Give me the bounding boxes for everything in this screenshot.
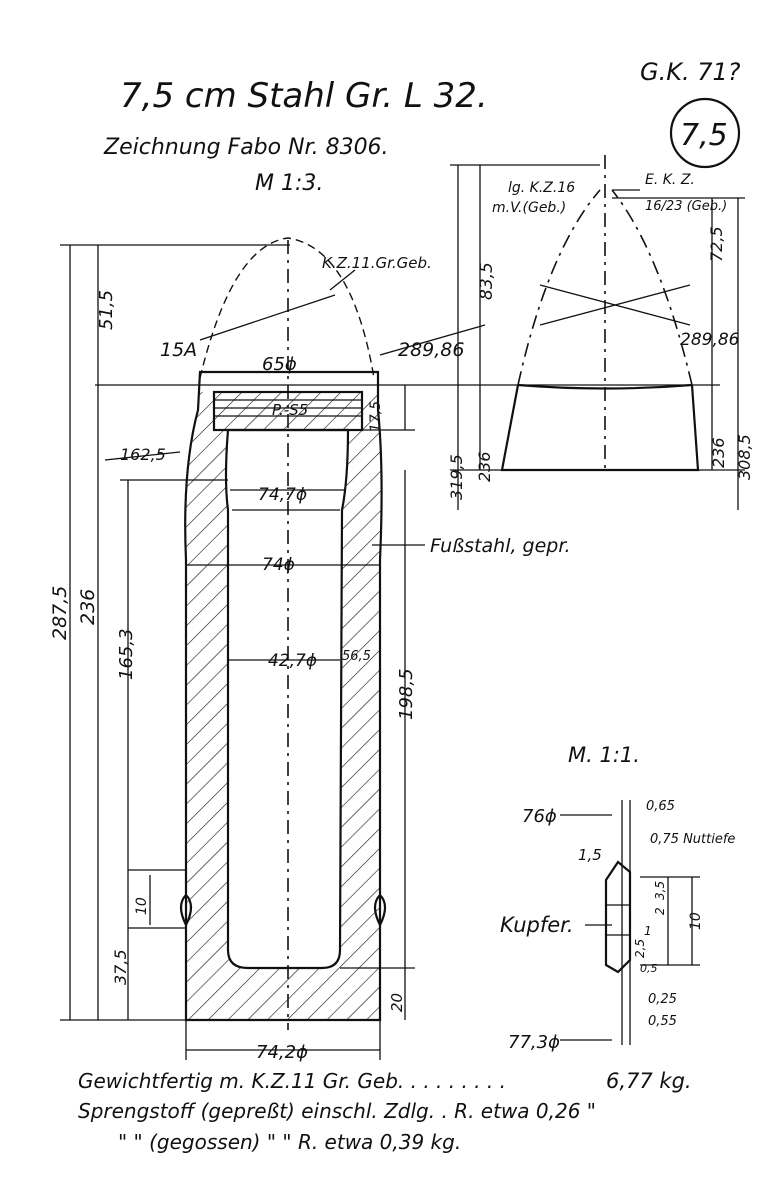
label-ekz: E. K. Z. [645, 172, 695, 188]
footer-weight-label: Gewichtfertig m. K.Z.11 Gr. Geb. . . . .… [78, 1069, 506, 1093]
label-detail-1: 1 [644, 924, 652, 938]
label-thread: P.-S5 [272, 401, 308, 419]
fuze-profile-diagram [450, 155, 745, 510]
label-detail-025: 0,25 [648, 992, 677, 1007]
label-radius-15: 15A [160, 339, 197, 361]
explosive-cavity [224, 428, 350, 970]
label-diameter-65: 65ϕ [262, 354, 297, 375]
label-175: 17,5 [368, 401, 384, 432]
driving-band-detail [560, 800, 700, 1045]
label-3195: 319,5 [447, 454, 466, 500]
label-detail-065: 0,65 [646, 799, 675, 814]
label-copper: Kupfer. [500, 913, 574, 937]
label-detail-groove-depth: 0,75 Nuttiefe [650, 832, 735, 847]
label-515: 51,5 [96, 290, 117, 330]
label-375: 37,5 [111, 949, 130, 985]
label-radius-289-right: 289,86 [680, 330, 740, 350]
label-ekz-type: 16/23 (Geb.) [645, 199, 727, 214]
copper-band [604, 860, 632, 974]
label-835: 83,5 [477, 262, 497, 300]
footer-explosive-cast: " " (gegossen) " " R. etwa 0,39 kg. [118, 1130, 461, 1154]
label-725: 72,5 [707, 226, 726, 262]
label-236: 236 [77, 589, 99, 625]
label-detail-05: 0,5 [640, 962, 658, 975]
label-with-delay: m.V.(Geb.) [492, 200, 566, 216]
label-2875: 287,5 [49, 586, 71, 640]
calibre-label: 7,5 [680, 118, 728, 153]
label-236-right-b: 236 [709, 437, 728, 468]
label-detail-35: 3,5 [653, 881, 667, 900]
label-detail-10: 10 [688, 912, 704, 930]
label-diameter-747: 74,7ϕ [258, 485, 307, 505]
driving-band-left [179, 893, 193, 928]
hatched-wall [185, 392, 382, 1020]
label-radius-289: 289,86 [398, 339, 464, 361]
corner-reference: G.K. 71? [640, 58, 741, 86]
label-detail-15: 1,5 [578, 846, 602, 864]
label-1653: 165,3 [116, 628, 137, 680]
label-fuze-type: K.Z.11.Gr.Geb. [322, 254, 432, 272]
label-detail-055: 0,55 [648, 1014, 677, 1029]
label-10: 10 [134, 897, 150, 915]
label-3085: 308,5 [735, 434, 754, 480]
label-detail-76: 76ϕ [522, 806, 557, 827]
label-material: Fußstahl, gepr. [430, 535, 570, 557]
label-long-fuze: lg. K.Z.16 [508, 180, 575, 196]
label-diameter-74: 74ϕ [262, 555, 295, 575]
shell-nose-body [500, 384, 700, 472]
label-1625: 162,5 [120, 445, 166, 464]
label-20: 20 [388, 993, 406, 1012]
fuze-profile-right [611, 189, 693, 386]
driving-band-right [373, 893, 387, 928]
scale-detail: M. 1:1. [568, 743, 640, 767]
drawing-title: 7,5 cm Stahl Gr. L 32. [120, 76, 488, 116]
label-diameter-742: 74,2ϕ [256, 1042, 308, 1063]
calibre-circle [669, 97, 741, 169]
fuze-profile-left [517, 189, 601, 386]
label-diameter-427: 42,7ϕ [268, 651, 317, 671]
label-565: 56,5 [342, 649, 371, 664]
label-detail-773: 77,3ϕ [508, 1032, 560, 1053]
label-1985: 198,5 [396, 668, 417, 720]
footer-weight-value: 6,77 kg. [606, 1069, 692, 1093]
label-236-right-a: 236 [475, 451, 494, 482]
scale-main: M 1:3. [255, 171, 323, 196]
label-detail-2: 2 [653, 907, 667, 915]
fuze-ogive [199, 237, 375, 379]
main-shell-section [60, 237, 486, 1060]
drawing-number: Zeichnung Fabo Nr. 8306. [103, 135, 389, 160]
footer-explosive-pressed: Sprengstoff (gepreßt) einschl. Zdlg. . R… [78, 1099, 596, 1123]
label-detail-25: 2,5 [633, 939, 647, 958]
